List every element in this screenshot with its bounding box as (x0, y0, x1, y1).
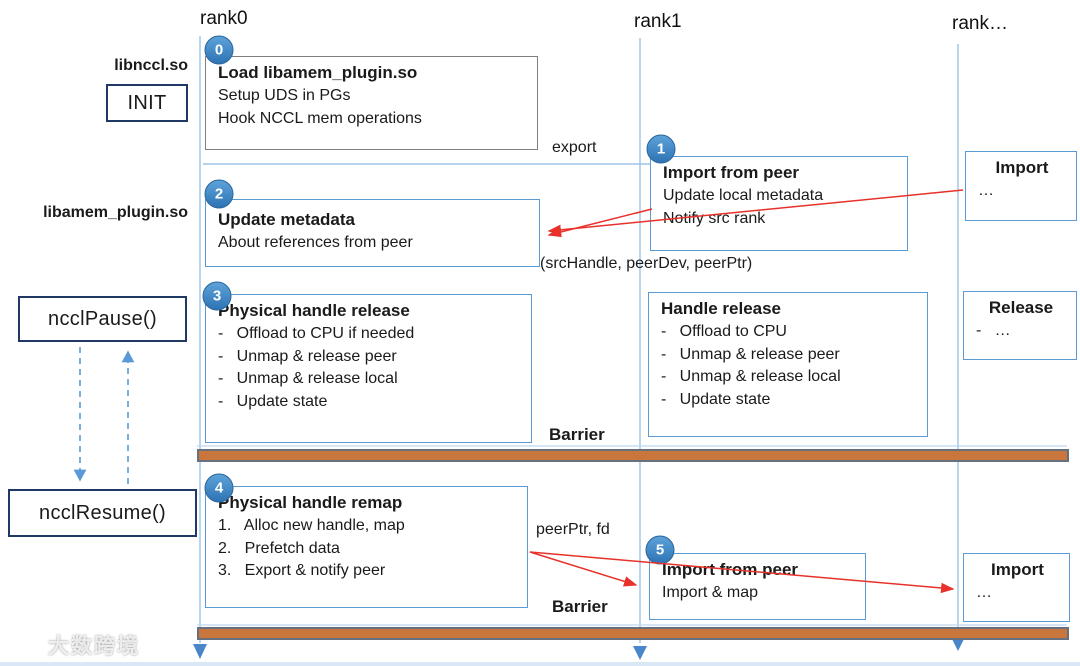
peerptr-annotation: peerPtr, fd (536, 521, 610, 538)
lifeline-arrow-rank-more (951, 637, 965, 651)
step3-line: - Update state (218, 393, 328, 411)
step1-box: Import from peer Update local metadata N… (650, 156, 908, 251)
step0-line: Setup UDS in PGs (218, 86, 351, 104)
ncclpause-box: ncclPause() (18, 296, 187, 342)
import-bottom-box: Import … (963, 553, 1070, 622)
lifeline-arrow-rank0 (193, 644, 207, 659)
step4-title: Physical handle remap (218, 493, 403, 512)
rank1-handle-release-box: Handle release - Offload to CPU - Unmap … (648, 292, 928, 437)
step3-line: - Offload to CPU if needed (218, 324, 415, 342)
watermark: 大数跨境 (8, 630, 140, 660)
rank1-handle-release-title: Handle release (661, 299, 782, 318)
step5-badge: 5 (645, 535, 675, 565)
step1-line: Update local metadata (663, 186, 824, 204)
step2-line: About references from peer (218, 233, 413, 251)
step5-line: Import & map (662, 583, 759, 601)
ncclpause-label: ncclPause() (48, 307, 157, 330)
step3-box: Physical handle release - Offload to CPU… (205, 294, 532, 443)
step3-badge: 3 (202, 281, 232, 311)
step4-line: 2. Prefetch data (218, 539, 340, 557)
import-bottom-title: Import (991, 560, 1044, 579)
rank1-release-line: - Offload to CPU (661, 322, 787, 340)
step1-title: Import from peer (663, 163, 800, 182)
rank1-release-line: - Update state (661, 391, 771, 409)
step1-line: Notify src rank (663, 209, 766, 227)
ncclresume-label: ncclResume() (39, 501, 166, 524)
import-top-title: Import (995, 158, 1049, 177)
watermark-logo-icon (12, 632, 42, 655)
step2-title: Update metadata (218, 210, 355, 229)
init-label: INIT (127, 91, 167, 114)
barrier1-label: Barrier (549, 425, 605, 444)
step3-line: - Unmap & release local (218, 370, 398, 388)
import-bottom-line: … (976, 583, 992, 601)
step2-box: Update metadata About references from pe… (205, 199, 540, 267)
release-right-box: Release - … (963, 291, 1077, 360)
step0-line: Hook NCCL mem operations (218, 109, 422, 127)
step4-box: Physical handle remap 1. Alloc new handl… (205, 486, 528, 608)
watermark-text: 大数跨境 (48, 635, 140, 658)
import-top-line: … (978, 181, 994, 199)
libnccl-label: libnccl.so (114, 57, 188, 74)
rank1-release-line: - Unmap & release local (661, 368, 841, 386)
barrier1-bar (197, 449, 1069, 462)
release-right-line: - … (976, 321, 1011, 339)
step3-title: Physical handle release (218, 301, 410, 320)
step4-line: 1. Alloc new handle, map (218, 516, 405, 534)
rank1-release-line: - Unmap & release peer (661, 345, 840, 363)
lifeline-arrow-rank1 (633, 646, 647, 660)
step0-box: Load libamem_plugin.so Setup UDS in PGs … (205, 56, 538, 150)
step0-badge: 0 (204, 35, 234, 65)
ncclresume-box: ncclResume() (8, 489, 197, 537)
step3-line: - Unmap & release peer (218, 347, 397, 365)
lane-label-rank-more: rank… (952, 13, 1008, 34)
import-top-box: Import … (965, 151, 1077, 221)
lane-label-rank1: rank1 (634, 11, 682, 32)
step4-line: 3. Export & notify peer (218, 562, 386, 580)
step5-title: Import from peer (662, 560, 799, 579)
step4-badge: 4 (204, 473, 234, 503)
step5-box: Import from peer Import & map (649, 553, 866, 620)
step2-badge: 2 (204, 179, 234, 209)
release-right-title: Release (988, 298, 1054, 317)
barrier2-label: Barrier (552, 597, 608, 616)
lane-label-rank0: rank0 (200, 8, 248, 29)
step0-title: Load libamem_plugin.so (218, 63, 418, 82)
export-annotation: export (552, 139, 597, 156)
step1-badge: 1 (646, 134, 676, 164)
bottom-strip (0, 662, 1080, 666)
libamem-plugin-label: libamem_plugin.so (43, 204, 188, 221)
barrier2-bar (197, 627, 1069, 640)
params-annotation: (srcHandle, peerDev, peerPtr) (540, 255, 753, 272)
init-box: INIT (106, 84, 188, 122)
